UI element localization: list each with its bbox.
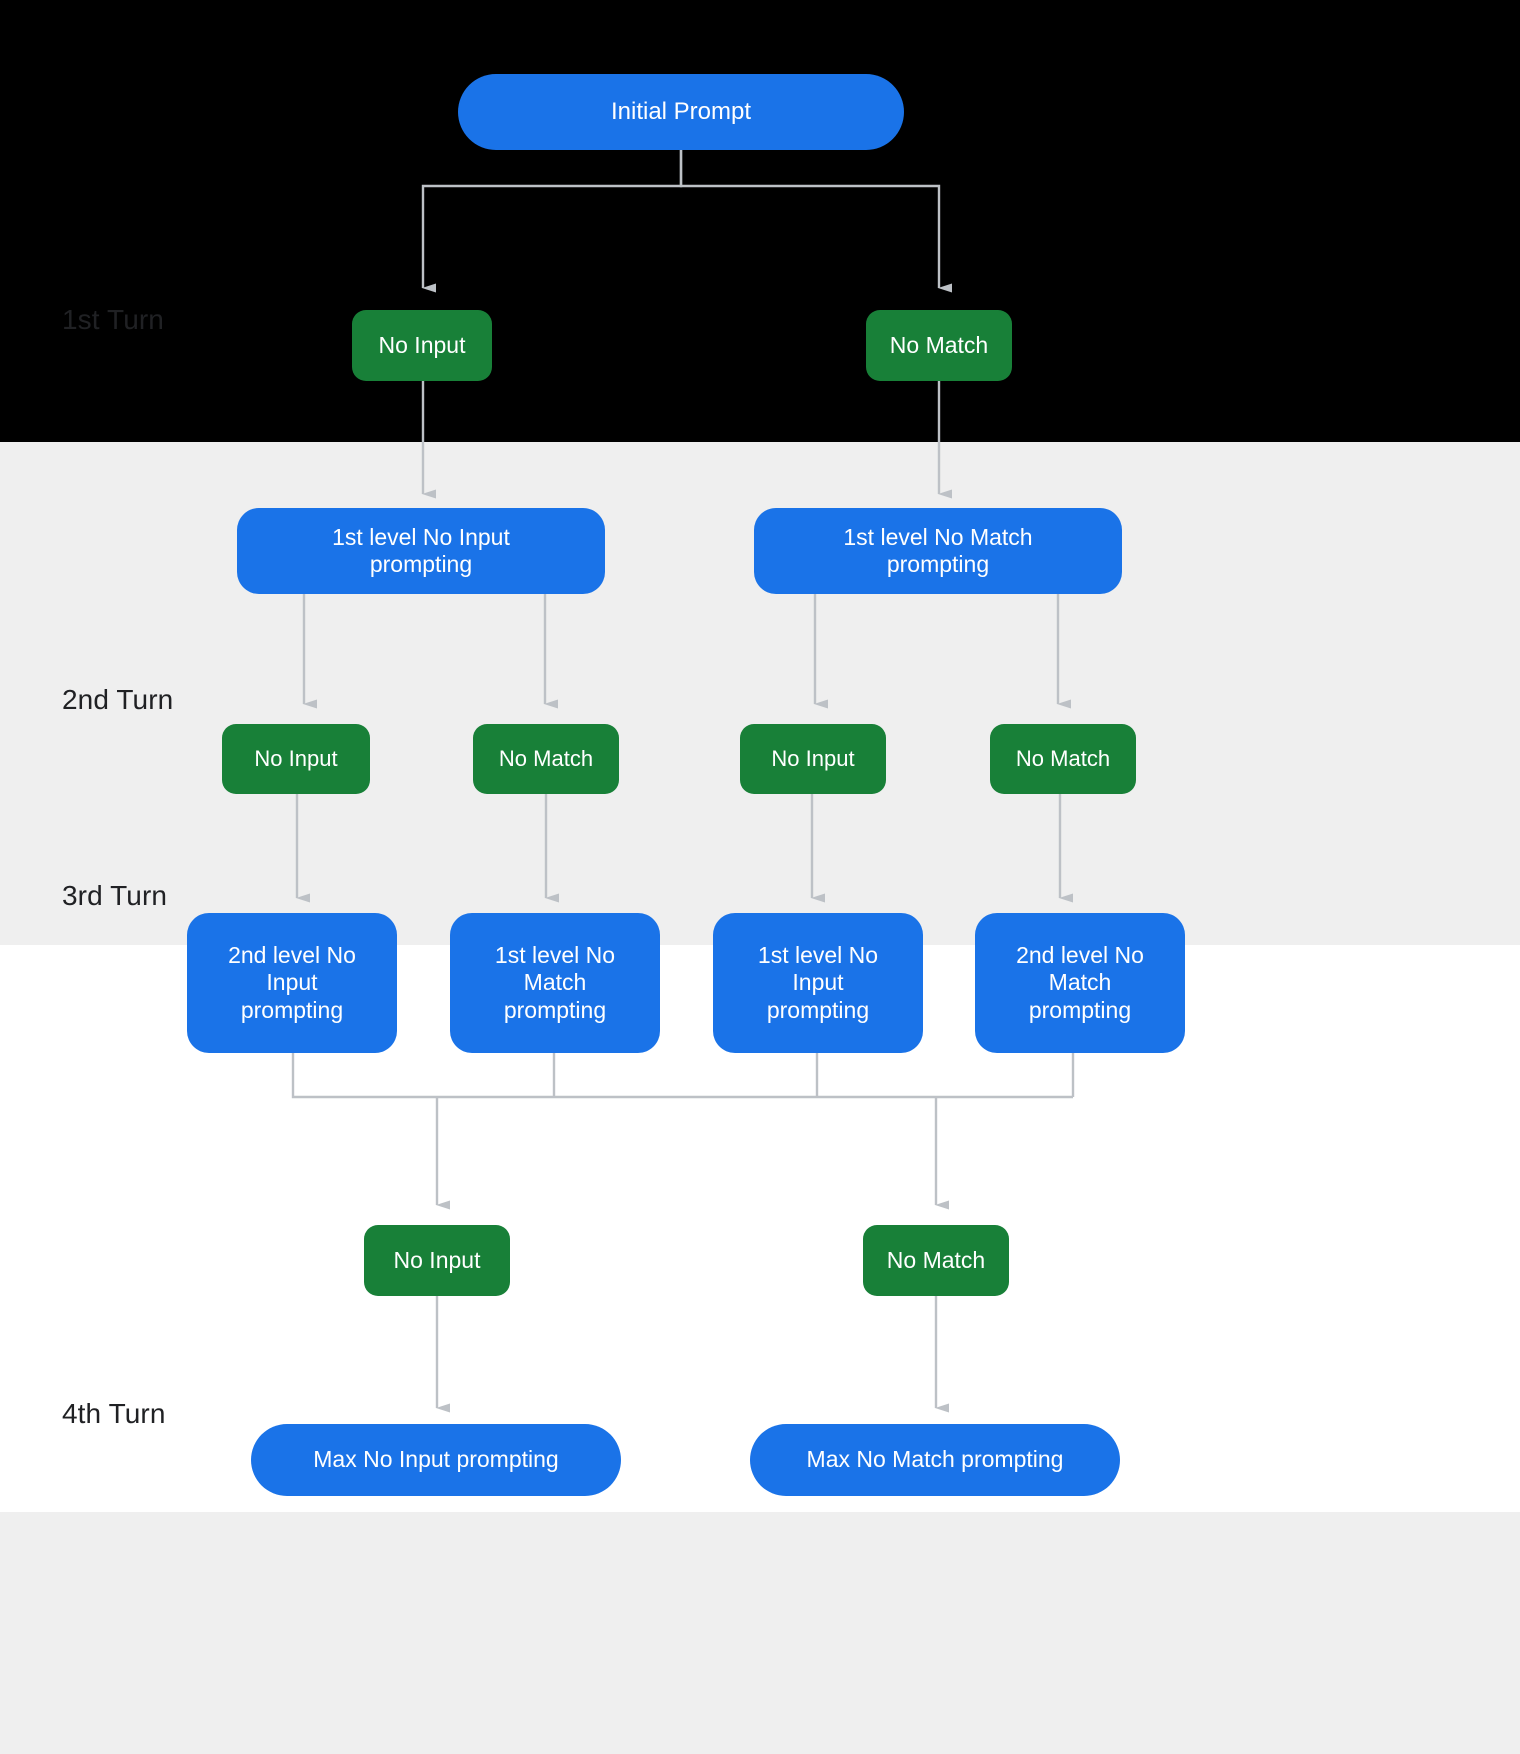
node-label: Max No Match prompting (806, 1446, 1064, 1473)
node-label: 1st level No Input prompting (757, 942, 879, 1023)
node-t2-no-match-a[interactable]: No Match (473, 724, 619, 794)
node-t4-max-no-input[interactable]: Max No Input prompting (251, 1424, 621, 1496)
node-label: No Match (498, 746, 594, 772)
node-label: 1st level No Match prompting (843, 523, 1033, 577)
node-t2-1st-no-input-prompting[interactable]: 1st level No Input prompting (237, 508, 605, 594)
node-t2-no-match-b[interactable]: No Match (990, 724, 1136, 794)
node-label: No Match (889, 331, 989, 358)
node-label: 2nd level No Match prompting (1016, 942, 1144, 1023)
node-label: Max No Input prompting (313, 1446, 559, 1473)
node-label: 2nd level No Input prompting (228, 942, 356, 1023)
node-t3-no-match[interactable]: No Match (863, 1225, 1009, 1296)
band-1st-turn (0, 0, 1520, 442)
turn-label-1st: 1st Turn (62, 304, 164, 335)
node-label: No Input (254, 746, 338, 772)
node-t3-1st-no-input-prompting[interactable]: 1st level No Input prompting (713, 913, 923, 1053)
node-t3-2nd-no-input-prompting[interactable]: 2nd level No Input prompting (187, 913, 397, 1053)
node-label: Initial Prompt (610, 97, 752, 125)
node-label: No Input (771, 746, 855, 772)
node-t3-1st-no-match-prompting[interactable]: 1st level No Match prompting (450, 913, 660, 1053)
band-4th-turn (0, 1512, 1520, 1754)
node-label: No Input (393, 1246, 481, 1273)
node-label: 1st level No Input prompting (332, 523, 510, 577)
turn-label-3rd: 3rd Turn (62, 880, 168, 911)
node-t2-no-input-b[interactable]: No Input (740, 724, 886, 794)
turn-label-2nd: 2nd Turn (62, 684, 174, 715)
node-label: No Match (886, 1246, 986, 1273)
node-t1-no-match[interactable]: No Match (866, 310, 1012, 381)
node-t4-max-no-match[interactable]: Max No Match prompting (750, 1424, 1120, 1496)
node-t1-no-input[interactable]: No Input (352, 310, 492, 381)
node-t2-no-input-a[interactable]: No Input (222, 724, 370, 794)
turn-label-4th: 4th Turn (62, 1398, 166, 1429)
node-t2-1st-no-match-prompting[interactable]: 1st level No Match prompting (754, 508, 1122, 594)
node-label: No Input (378, 331, 466, 358)
node-t3-no-input[interactable]: No Input (364, 1225, 510, 1296)
node-label: No Match (1015, 746, 1111, 772)
node-initial-prompt[interactable]: Initial Prompt (458, 74, 904, 150)
node-label: 1st level No Match prompting (494, 942, 616, 1023)
node-t3-2nd-no-match-prompting[interactable]: 2nd level No Match prompting (975, 913, 1185, 1053)
